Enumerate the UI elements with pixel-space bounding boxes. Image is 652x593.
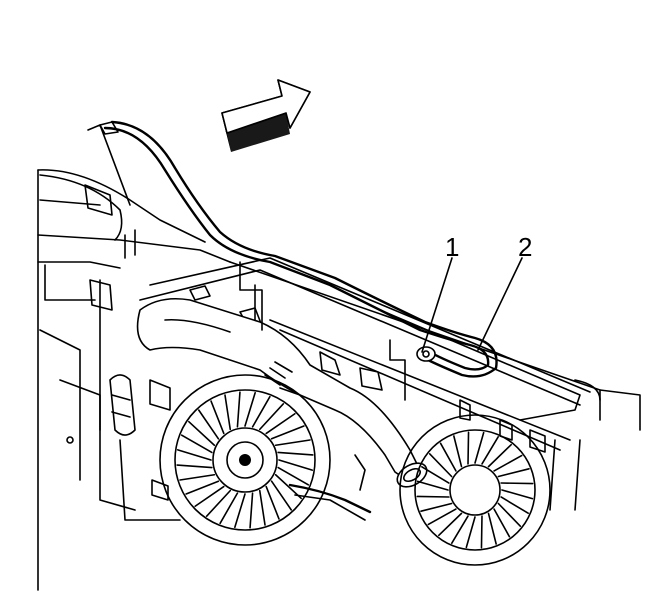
fan-blade [258,489,266,526]
body-structure [37,169,231,591]
fan-blade [176,464,213,469]
fan-blade [453,435,463,468]
fan-blade [274,439,311,447]
fan-blade [487,443,512,468]
fan-blade [450,515,469,544]
vent-hose [87,120,498,401]
upper-radiator-hose [136,297,428,488]
fan-blade [197,409,220,440]
fan-blade [278,459,314,471]
fan-blade [427,508,457,526]
fan-blade [270,480,293,511]
fan-blade [258,403,285,431]
fan-blade [277,451,314,456]
fan-blade [487,512,497,545]
fan-blade [244,391,256,427]
fan-blade [493,454,523,472]
fan-blade [500,482,534,485]
fan-blade [428,453,453,478]
hose-clip [416,346,436,362]
fan-blade [467,431,470,465]
fan-blade [493,508,511,538]
fan-blade [210,400,225,435]
fan-blade [265,412,296,435]
fan-blade [416,495,450,498]
fan-blade [420,502,453,512]
fan-blade [179,473,216,481]
fan-blade [497,468,530,478]
fan-blade [277,466,310,486]
fan-blade [438,512,463,537]
fan-blade [501,489,534,500]
callout-2-label: 2 [518,232,532,262]
fan-blade [251,395,271,428]
fan-blade [194,485,225,508]
fan-blade [180,434,213,454]
fan-blade [274,473,302,500]
fan-blade [421,465,450,484]
direction-arrow-icon [221,79,311,152]
callout-leaders [421,257,523,353]
fan-blade [249,492,254,529]
fan-blade [185,480,220,495]
fan-blade [439,442,457,472]
fan-blade [480,515,483,549]
callout-1-label: 1 [445,232,459,262]
fan-blade [188,420,216,447]
fan-blade [234,493,246,529]
cooling-fan-right [399,414,551,566]
fan-blade [176,449,212,461]
fan-blade [224,394,232,431]
fan-blade [236,391,241,428]
fan-blade [481,436,500,465]
wiring-harness [288,454,372,521]
fan-blade [205,489,232,517]
fan-blade [497,502,522,527]
fan-blade [465,516,476,549]
fan-blade [265,485,280,520]
fan-blade [416,480,449,491]
fan-blade [500,496,529,515]
cooling-fan-left [159,374,331,546]
fan-blade [474,431,485,464]
fan-blade [219,492,239,525]
fan-blade [270,425,305,440]
